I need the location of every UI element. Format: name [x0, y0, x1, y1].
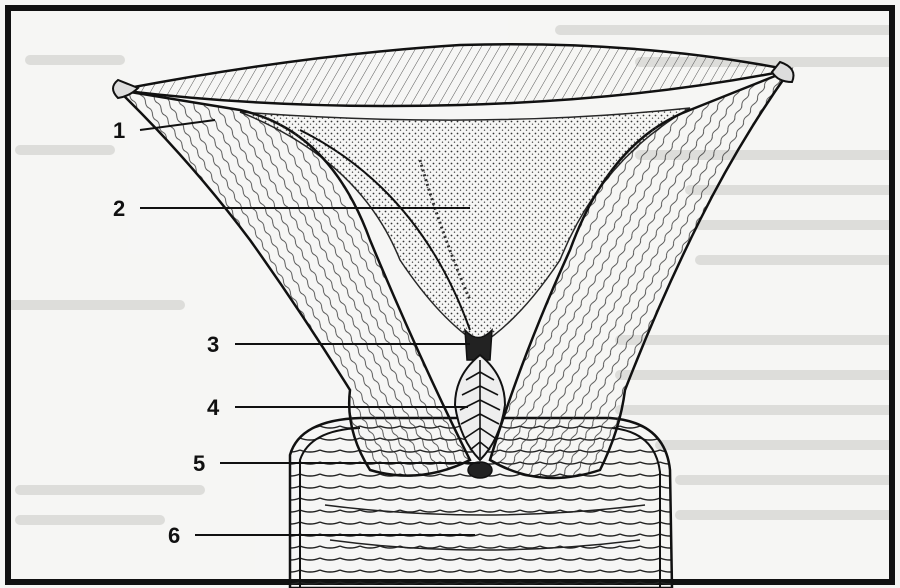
- callout-label-1: 1: [113, 118, 125, 143]
- callout-label-6: 6: [168, 523, 180, 548]
- callout-label-5: 5: [193, 451, 205, 476]
- callout-label-3: 3: [207, 332, 219, 357]
- callout-label-2: 2: [113, 196, 125, 221]
- callout-label-4: 4: [207, 395, 220, 420]
